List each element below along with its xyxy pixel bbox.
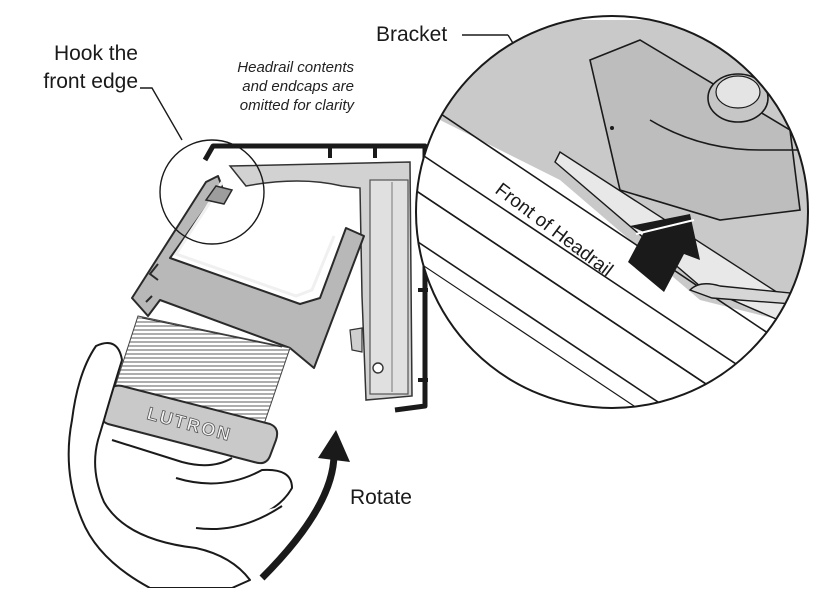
hook-front-edge-label: Hook the front edge [20, 40, 138, 96]
bracket-screw-icon [372, 362, 384, 374]
note-line-1: Headrail contents [237, 59, 354, 76]
zoom-detail: Front of Headrail [415, 15, 809, 409]
hook-detail-circle [159, 139, 265, 245]
clarity-note: Headrail contents and endcaps are omitte… [196, 58, 354, 115]
headrail-profile [131, 175, 365, 369]
bracket-body [228, 161, 413, 401]
note-line-2: and endcaps are [242, 78, 354, 95]
rotate-arrow-icon [259, 430, 350, 581]
lutron-handle: LUTRON [99, 384, 279, 465]
hook-label-line-1: Hook the [53, 42, 138, 65]
bracket-label: Bracket [376, 23, 448, 46]
hook-label-line-2: front edge [43, 70, 138, 93]
note-line-3: omitted for clarity [239, 97, 354, 114]
hand-illustration [67, 342, 293, 589]
mounting-frame [202, 143, 428, 413]
rotate-label: Rotate [350, 486, 412, 509]
insert-arrow-icon [628, 214, 700, 292]
